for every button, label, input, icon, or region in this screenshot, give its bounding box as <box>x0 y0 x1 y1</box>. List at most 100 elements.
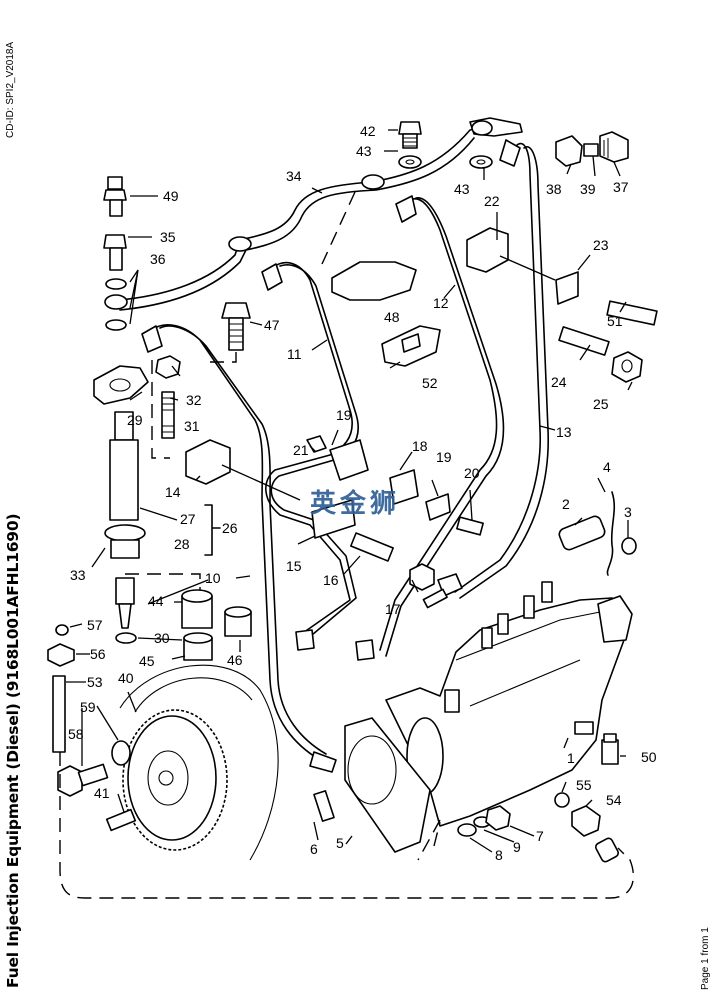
nut-25 <box>611 351 643 383</box>
washer-30 <box>115 632 137 644</box>
callout-22: 22 <box>484 193 500 209</box>
adapter-54 <box>571 805 601 837</box>
callout-18: 18 <box>412 438 428 454</box>
nut-56 <box>47 643 75 667</box>
callout-27: 27 <box>180 511 196 527</box>
key-3 <box>621 537 637 555</box>
callout-51: 51 <box>607 313 623 329</box>
callout-28: 28 <box>174 536 190 552</box>
plate-23 <box>555 271 579 305</box>
callout-41: 41 <box>94 785 110 801</box>
bolt-47 <box>209 302 251 363</box>
callout-11: 11 <box>287 346 302 362</box>
callout-10: 10 <box>205 570 221 586</box>
nozzle-28 <box>115 577 135 605</box>
stud-24 <box>558 326 610 356</box>
callout-24: 24 <box>551 374 567 390</box>
banjo-fitting <box>228 236 252 252</box>
callout-45: 45 <box>139 653 155 669</box>
stud-51 <box>606 300 658 326</box>
callout-16: 16 <box>323 572 339 588</box>
callout-50: 50 <box>641 749 657 765</box>
bolt-58 <box>57 765 83 797</box>
flange-29 <box>93 365 149 405</box>
drive-pin-group <box>558 491 637 576</box>
callout-6: 6 <box>310 841 318 857</box>
watermark: 英金狮 <box>310 488 400 519</box>
callout-32: 32 <box>186 392 202 408</box>
banjo-fitting <box>361 174 385 190</box>
callout-9: 9 <box>513 839 521 855</box>
bracket-15 <box>311 499 356 539</box>
callout-25: 25 <box>593 396 609 412</box>
callout-59: 59 <box>80 699 96 715</box>
callout-56: 56 <box>90 646 106 662</box>
pin-2 <box>558 515 606 551</box>
callout-14: 14 <box>165 484 181 500</box>
callout-36: 36 <box>150 251 166 267</box>
callout-49: 49 <box>163 188 179 204</box>
washer-8 <box>457 823 477 837</box>
callout-57: 57 <box>87 617 103 633</box>
clip-19b <box>425 493 451 521</box>
screw-20 <box>456 516 484 536</box>
callout-3: 3 <box>624 504 632 520</box>
callout-8: 8 <box>495 847 503 863</box>
callout-29: 29 <box>127 412 143 428</box>
block-18 <box>389 469 419 505</box>
nut-32 <box>155 355 181 379</box>
callout-53: 53 <box>87 674 103 690</box>
inlet-fitting-group <box>555 131 629 167</box>
gasket-5 <box>344 717 431 853</box>
callout-23: 23 <box>593 237 609 253</box>
callout-1: 1 <box>567 750 575 766</box>
leader-lines <box>66 129 633 853</box>
banjo-bolt-37 <box>599 131 629 163</box>
stud-16 <box>350 532 394 562</box>
callout-35: 35 <box>160 229 176 245</box>
callout-12: 12 <box>433 295 449 311</box>
callout-31: 31 <box>184 418 200 434</box>
callout-labels: 42 43 43 22 38 39 37 49 35 36 34 47 11 4… <box>68 123 657 863</box>
nut-17 <box>409 563 435 591</box>
callout-5: 5 <box>336 835 344 851</box>
filter-39 <box>583 143 599 157</box>
stud-6 <box>313 790 335 822</box>
callout-55: 55 <box>576 777 592 793</box>
left-fitting-stack <box>103 176 128 331</box>
callout-39: 39 <box>580 181 596 197</box>
gland-33 <box>104 524 146 542</box>
callout-44: 44 <box>148 593 164 609</box>
block-14 <box>185 439 231 485</box>
stop-switch-50 <box>601 739 619 765</box>
pipe-53 <box>52 675 66 753</box>
callout-46: 46 <box>227 652 243 668</box>
bolt-washer-group <box>398 121 493 169</box>
callout-33: 33 <box>70 567 86 583</box>
callout-34: 34 <box>286 168 302 184</box>
injection-pump <box>313 581 633 863</box>
nut-21 <box>306 435 327 453</box>
callout-2: 2 <box>562 496 570 512</box>
callout-17: 17 <box>385 601 401 617</box>
washer-59 <box>111 740 131 766</box>
callout-7: 7 <box>536 828 544 844</box>
callout-30: 30 <box>154 630 170 646</box>
callout-21: 21 <box>293 442 309 458</box>
block-22 <box>466 227 509 273</box>
callout-4: 4 <box>603 459 611 475</box>
callout-52: 52 <box>422 375 438 391</box>
pin-41 <box>105 808 137 832</box>
callout-54: 54 <box>606 792 622 808</box>
clip-19 <box>329 439 369 481</box>
clamp-48 <box>331 261 417 301</box>
callout-26: 26 <box>222 520 238 536</box>
callout-38: 38 <box>546 181 562 197</box>
callout-47: 47 <box>264 317 280 333</box>
callout-42: 42 <box>360 123 376 139</box>
callout-58: 58 <box>68 726 84 742</box>
callout-43: 43 <box>454 181 470 197</box>
callout-15: 15 <box>286 558 302 574</box>
plug-55 <box>554 792 570 808</box>
